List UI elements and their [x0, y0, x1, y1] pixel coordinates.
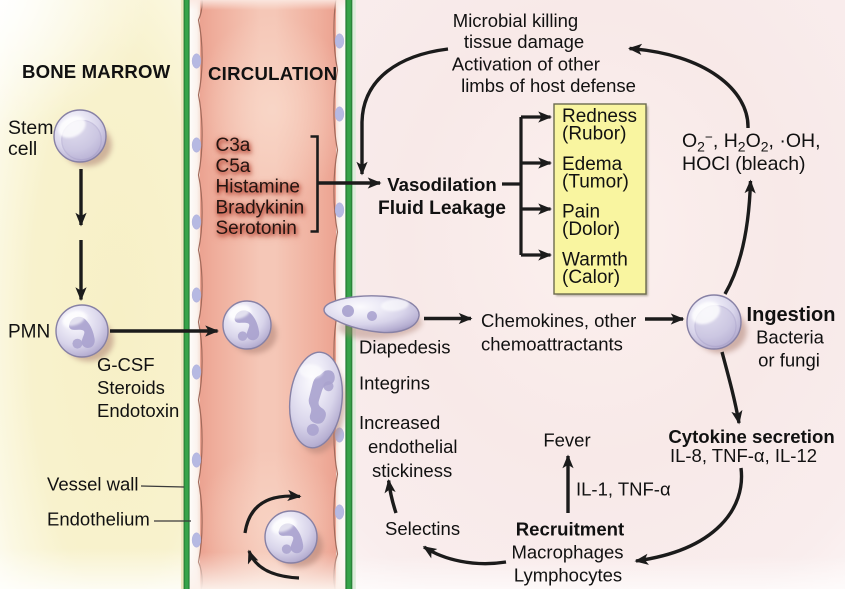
svg-text:IL-8, TNF-α, IL-12: IL-8, TNF-α, IL-12 — [670, 445, 817, 466]
svg-text:(Calor): (Calor) — [562, 267, 620, 288]
svg-text:Bradykinin: Bradykinin — [216, 197, 305, 218]
svg-text:Activation of other: Activation of other — [452, 54, 600, 75]
svg-text:stickiness: stickiness — [372, 460, 452, 481]
svg-text:Diapedesis: Diapedesis — [359, 337, 451, 358]
svg-text:(Rubor): (Rubor) — [562, 124, 626, 145]
svg-text:Fluid Leakage: Fluid Leakage — [378, 198, 506, 219]
svg-text:Vasodilation: Vasodilation — [387, 174, 497, 195]
svg-text:Endotoxin: Endotoxin — [97, 400, 179, 421]
svg-text:BONE MARROW: BONE MARROW — [22, 61, 171, 82]
svg-text:Serotonin: Serotonin — [216, 218, 297, 239]
svg-text:Redness: Redness — [562, 106, 637, 127]
svg-text:Integrins: Integrins — [359, 373, 430, 394]
svg-text:limbs of host defense: limbs of host defense — [461, 75, 636, 96]
svg-text:Steroids: Steroids — [97, 377, 165, 398]
svg-text:Endothelium: Endothelium — [47, 509, 150, 530]
svg-text:Histamine: Histamine — [216, 177, 300, 198]
svg-text:cell: cell — [8, 138, 37, 160]
svg-text:G-CSF: G-CSF — [97, 354, 155, 375]
svg-text:IL-1, TNF-α: IL-1, TNF-α — [576, 479, 671, 500]
svg-text:Vessel wall: Vessel wall — [47, 474, 139, 495]
svg-text:Stem: Stem — [8, 117, 54, 139]
svg-text:Cytokine secretion: Cytokine secretion — [668, 426, 834, 447]
svg-text:Pain: Pain — [562, 202, 600, 223]
svg-text:Edema: Edema — [562, 154, 623, 175]
svg-text:C5a: C5a — [216, 156, 251, 177]
svg-text:Lymphocytes: Lymphocytes — [514, 565, 622, 586]
svg-text:(Dolor): (Dolor) — [562, 219, 620, 240]
svg-text:or fungi: or fungi — [758, 350, 820, 371]
svg-text:HOCl (bleach): HOCl (bleach) — [682, 153, 806, 175]
svg-text:Bacteria: Bacteria — [756, 327, 825, 348]
svg-text:Warmth: Warmth — [562, 250, 628, 271]
svg-text:Macrophages: Macrophages — [511, 542, 623, 563]
svg-text:C3a: C3a — [216, 135, 251, 156]
svg-text:PMN: PMN — [8, 322, 50, 343]
svg-text:tissue damage: tissue damage — [464, 31, 584, 52]
svg-text:(Tumor): (Tumor) — [562, 172, 629, 193]
svg-text:Ingestion: Ingestion — [747, 304, 836, 326]
svg-text:chemoattractants: chemoattractants — [481, 334, 623, 355]
svg-text:Fever: Fever — [543, 430, 590, 451]
svg-text:Chemokines, other: Chemokines, other — [481, 310, 636, 331]
svg-text:CIRCULATION: CIRCULATION — [208, 63, 337, 84]
svg-text:Selectins: Selectins — [385, 518, 460, 539]
svg-text:Recruitment: Recruitment — [516, 519, 625, 540]
svg-text:endothelial: endothelial — [368, 436, 458, 457]
svg-text:Increased: Increased — [359, 412, 440, 433]
svg-text:Microbial killing: Microbial killing — [453, 10, 578, 31]
